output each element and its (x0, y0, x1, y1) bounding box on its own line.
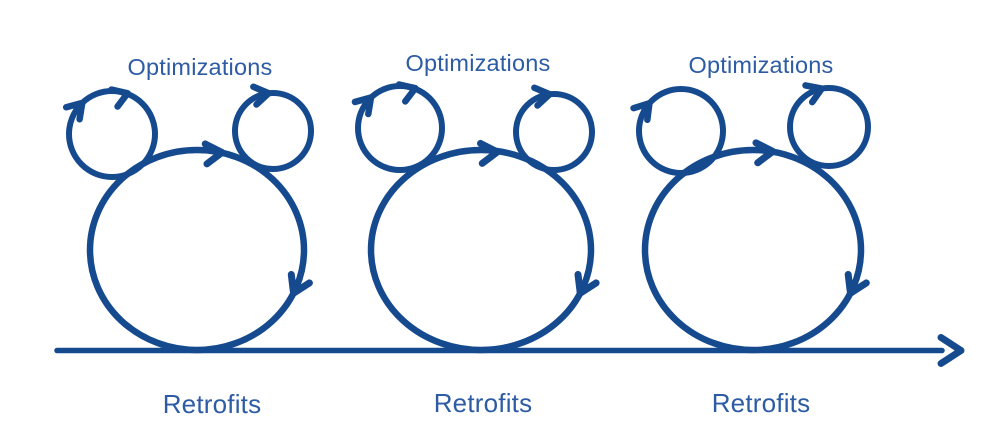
timeline-arrowhead-icon (937, 334, 965, 367)
arrowhead-icon (250, 83, 272, 108)
large-loop-circle (367, 146, 595, 354)
arrowhead-icon (108, 86, 131, 110)
large-loop-circle (86, 146, 308, 354)
arrowhead-icon (752, 139, 777, 167)
retrofits-label: Retrofits (434, 388, 533, 418)
retrofits-label: Retrofits (163, 389, 262, 419)
arrowhead-icon (476, 139, 501, 167)
cycle-unit-1: Optimizations Retrofits (62, 54, 314, 419)
arrowhead-icon (531, 84, 553, 109)
cycle-unit-3: Optimizations Retrofits (630, 52, 871, 418)
arrowhead-icon (844, 270, 870, 297)
arrowhead-icon (351, 94, 375, 118)
small-loop-circle-right (232, 90, 314, 172)
timeline (54, 334, 965, 367)
optimizations-label: Optimizations (406, 50, 551, 76)
optimizations-label: Optimizations (128, 54, 273, 80)
arrowhead-icon (802, 82, 826, 106)
small-loop-circle-right (787, 85, 871, 169)
arrowhead-icon (395, 81, 419, 105)
arrowhead-icon (630, 99, 653, 123)
small-loop-circle-left (636, 86, 726, 176)
arrowhead-icon (287, 270, 313, 297)
small-loop-circle-right (513, 91, 595, 173)
cycle-unit-2: Optimizations Retrofits (351, 50, 600, 418)
arrowhead-icon (62, 99, 86, 123)
retrofits-label: Retrofits (712, 388, 811, 418)
arrowhead-icon (574, 270, 600, 297)
large-loop-circle (641, 146, 865, 354)
arrowhead-icon (201, 140, 226, 168)
optimizations-label: Optimizations (689, 52, 834, 78)
